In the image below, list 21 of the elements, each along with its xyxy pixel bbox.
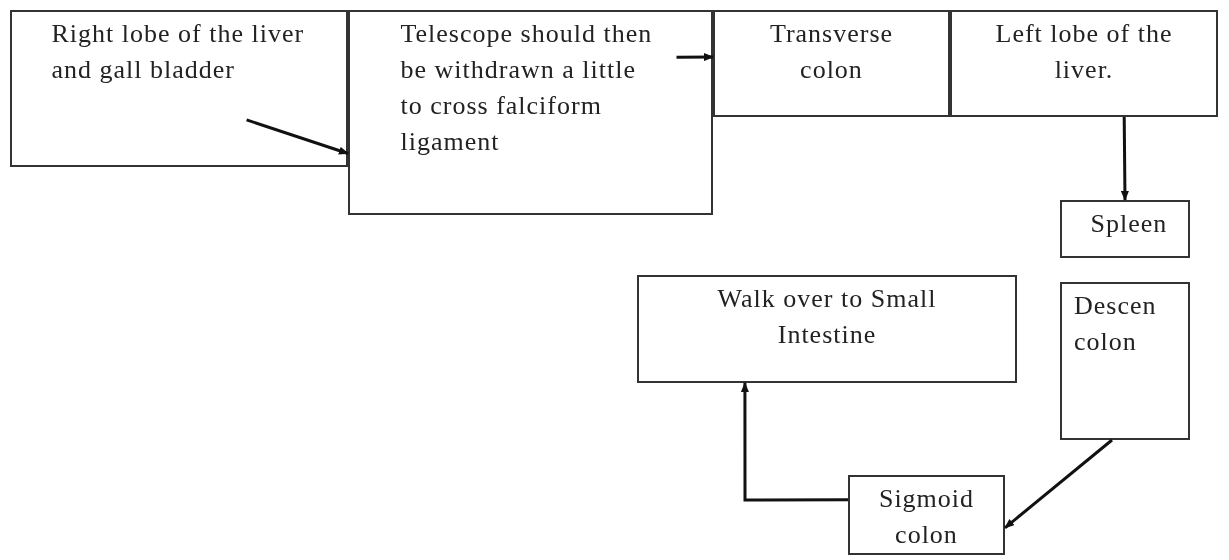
text-box xyxy=(348,10,713,215)
box-text: Left lobe of the liver. xyxy=(994,18,1174,86)
text-box xyxy=(10,10,348,167)
box-text: Spleen xyxy=(1089,208,1169,240)
box-text: Transverse colon xyxy=(768,18,895,86)
text-box xyxy=(1060,282,1190,440)
text-box xyxy=(1060,200,1190,258)
arrow xyxy=(1004,438,1113,529)
box-text: Descen colon xyxy=(1074,290,1158,358)
text-box xyxy=(637,275,1017,383)
arrow xyxy=(1120,117,1129,201)
arrow xyxy=(246,118,349,155)
arrow xyxy=(676,53,714,62)
text-box xyxy=(713,10,950,117)
text-box xyxy=(848,475,1005,555)
box-text: Telescope should then be withdrawn a little to cross falciform ligament xyxy=(400,18,654,158)
box-text: Walk over to Small Intestine xyxy=(716,283,938,351)
text-box xyxy=(950,10,1218,117)
box-text: Sigmoid colon xyxy=(877,483,976,551)
arrow xyxy=(740,382,848,502)
box-text: Right lobe of the liver and gall bladder xyxy=(51,18,306,86)
